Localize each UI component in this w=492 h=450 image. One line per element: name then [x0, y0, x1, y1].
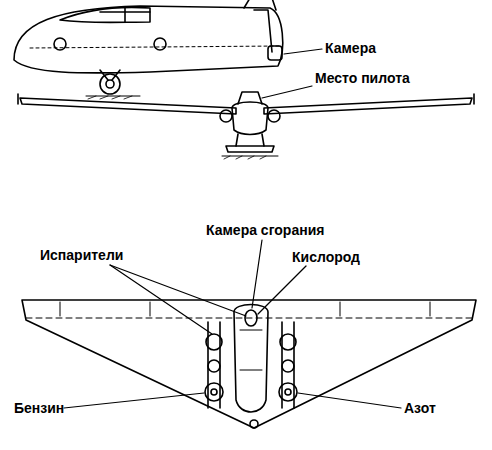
part-label: Азот — [404, 400, 436, 417]
front-view — [18, 92, 474, 159]
part-label: Кислород — [292, 249, 360, 266]
part-label: Место пилота — [315, 70, 410, 87]
leader-lines — [64, 49, 401, 408]
side-view — [14, 0, 283, 99]
part-label: Камера — [325, 40, 376, 57]
top-view — [22, 300, 476, 428]
part-label: Испарители — [40, 247, 123, 264]
part-label: Бензин — [14, 400, 64, 417]
part-label: Камера сгорания — [206, 222, 324, 239]
